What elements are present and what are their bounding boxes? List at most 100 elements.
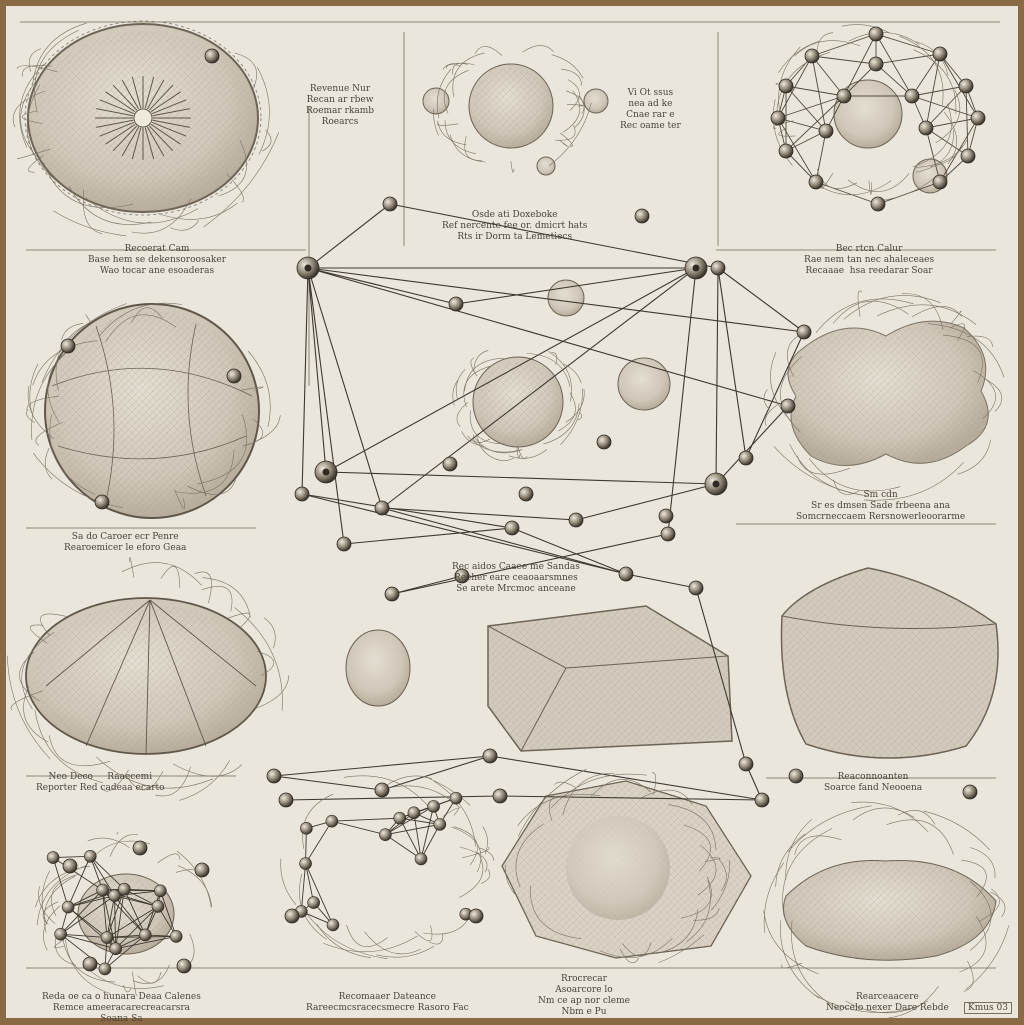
node-bead [98,962,112,976]
node-bead [492,788,508,804]
node-bead [138,928,152,942]
node-bead-core [322,468,330,476]
node-bead [804,48,820,64]
node-bead [374,782,390,798]
node-bead [62,858,78,874]
node-bead [374,500,390,516]
node-bead [568,512,584,528]
node-bead [658,508,674,524]
node-bead [634,208,650,224]
node-bead [818,123,834,139]
node-bead [788,768,804,784]
specimen-egg [345,629,411,707]
node-bead [836,88,852,104]
specimen-cluster-top [422,63,609,176]
node-bead [379,828,392,841]
node-bead [918,120,934,136]
node-bead [382,196,398,212]
node-bead [596,434,612,450]
specimen-dome-left [25,597,267,755]
annotation-label: Vi Ot ssus nea ad ke Cnae rar e Rec oame… [620,88,681,131]
node-bead [94,494,110,510]
node-bead [169,930,183,943]
node-bead [393,811,407,825]
node-bead [326,918,340,932]
annotation-label: Revenue Nur Recan ar rbew Roemar rkamb R… [306,84,375,127]
node-bead [427,800,440,813]
annotation-label: Recomaaer Dateance Rareecmcsracecsmecre … [306,992,469,1013]
node-bead-core [304,264,312,272]
node-bead [754,792,770,808]
node-bead [151,900,165,913]
node-bead [154,884,167,898]
node-bead [778,143,794,159]
artist-signature: Kmus 03 [964,1002,1012,1014]
annotation-label: Reaconnoanten Soarce fand Neooena [824,772,923,793]
node-bead [710,260,726,276]
node-bead [109,942,122,955]
annotation-label: Sa do Caroer ecr Penre Rearoemicer le ef… [64,532,187,553]
annotation-label: Recoerat Cam Base hem se dekensoroosaker… [88,244,227,276]
node-bead [688,580,704,596]
node-bead [46,851,60,864]
node-bead [325,814,339,828]
node-bead [336,536,352,552]
node-bead [433,818,447,831]
node-bead [482,748,498,764]
node-bead [932,174,948,190]
node-bead [176,958,192,974]
node-bead [454,568,470,584]
specimen-amorphous-right [787,320,989,466]
node-bead [738,756,754,772]
node-bead [958,78,974,94]
specimen-sphere-left [44,303,260,519]
node-bead [61,900,75,914]
annotation-label: Reda oe ca o hunara Deaa Calenes Remce a… [42,992,201,1024]
node-bead [300,822,313,835]
node-bead [266,768,282,784]
node-bead [796,324,812,340]
specimen-nest-bottom-right [783,859,997,961]
node-bead [407,806,421,820]
fiber-strands [7,22,1010,1018]
node-bead [194,862,210,878]
specimen-polyhedron [501,780,752,959]
node-bead [504,520,520,536]
node-bead [770,110,786,126]
node-bead [448,296,464,312]
annotation-label: Osde ati Doxeboke Ref nercente fee or. d… [442,210,588,242]
diagram-canvas [7,20,1010,1018]
node-bead [414,852,428,866]
node-bead [618,566,634,582]
node-bead [96,883,109,897]
node-bead [870,196,886,212]
node-bead [294,486,310,502]
node-bead [960,148,976,164]
node-bead-core [692,264,700,272]
annotation-label: Rec aidos Caaee me Sandas Recher eare ce… [452,562,580,594]
node-bead [278,792,294,808]
node-bead [132,840,148,856]
node-bead [442,456,458,472]
ruled-lines [20,21,1000,969]
annotation-label: Bec rtcn Calur Rae nem tan nec ahaleceae… [804,244,935,276]
node-bead [307,896,320,909]
annotation-label: Neo Deco Raaecemi Reporter Red cadeaa ec… [36,772,165,793]
node-bead [962,784,978,800]
node-bead [299,857,312,870]
annotation-label: Sm cdn Sr es dmsen Sade frbeena ana Somc… [796,490,966,522]
specimen-oval-fan [24,20,262,216]
node-bead [868,26,884,42]
specimen-box-right [780,567,999,759]
node-bead [83,849,97,863]
specimen-box-center [487,605,733,752]
node-bead [780,398,796,414]
node-bead [384,586,400,602]
node-bead [970,110,986,126]
node-bead [904,88,920,104]
node-bead [932,46,948,62]
node-bead [284,908,300,924]
annotation-label: Rrocrecar Asoarcore lo Nm ce ap nor clem… [538,974,630,1017]
node-bead [204,48,220,64]
node-bead [60,338,76,354]
